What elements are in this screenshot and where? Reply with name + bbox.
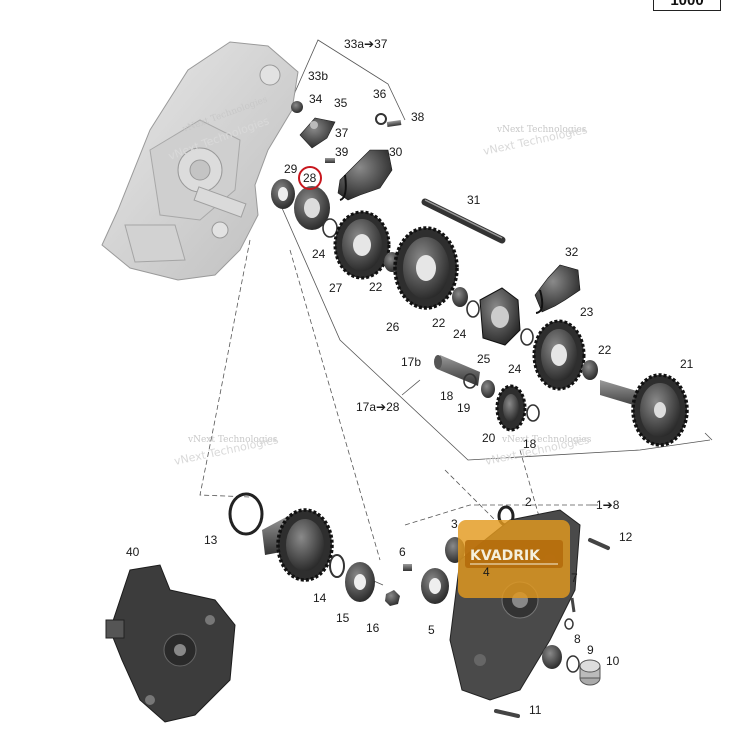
crankcase-half [101, 41, 299, 281]
callout-31: 31 [467, 193, 481, 207]
callout-35: 35 [334, 96, 348, 110]
part-14-ring [329, 554, 345, 578]
callout-34: 34 [309, 92, 323, 106]
callout-1-8: 1➔8 [596, 498, 620, 512]
part-21-output-shaft [600, 373, 689, 447]
callout-14: 14 [313, 591, 327, 605]
part-16-nut [385, 590, 400, 606]
part-10-bushing [579, 659, 601, 686]
callout-23: 23 [580, 305, 594, 319]
callout-11: 11 [529, 703, 542, 717]
part-23-gear [532, 319, 586, 391]
part-19-bearing [481, 380, 495, 398]
part-9b-ring [566, 655, 580, 673]
callout-38: 38 [411, 110, 425, 124]
callout-19: 19 [457, 401, 471, 415]
callout-20: 20 [482, 431, 496, 445]
part-11-bolt [494, 709, 520, 718]
callout-17b: 17b [401, 355, 421, 369]
callout-24-a: 24 [312, 247, 326, 261]
part-8-ring [564, 618, 574, 630]
callout-6: 6 [399, 545, 406, 559]
callout-labels: 33a➔37 33b 34 35 36 37 38 39 30 29 28 31… [126, 37, 694, 717]
part-31-shift-shaft [421, 198, 506, 244]
part-18-ring-b [526, 404, 540, 422]
kvadrik-logo: KVADRIK [458, 520, 570, 598]
callout-9: 9 [587, 643, 594, 657]
part-13-o-ring [228, 492, 264, 536]
callout-18-b: 18 [523, 437, 537, 451]
part-33b-bolt [291, 101, 303, 113]
part-5-bearing [421, 568, 449, 604]
callout-28: 28 [303, 171, 317, 185]
part-24-ring-a [322, 218, 338, 238]
callout-26: 26 [386, 320, 400, 334]
callout-3: 3 [451, 517, 458, 531]
watermark-3: vNext Technologies [496, 125, 587, 135]
callout-8: 8 [574, 632, 581, 646]
watermark-7: vNext Technologies [501, 435, 592, 445]
callout-13: 13 [204, 533, 218, 547]
callout-15: 15 [336, 611, 350, 625]
callout-32: 32 [565, 245, 579, 259]
callout-22-b: 22 [432, 316, 446, 330]
callout-40: 40 [126, 545, 140, 559]
part-20-gear [495, 384, 527, 432]
callout-22-a: 22 [369, 280, 383, 294]
part-9-seal [542, 645, 562, 669]
logo-brand-text: KVADRIK [470, 548, 541, 564]
callout-21: 21 [680, 357, 694, 371]
part-26-gear [393, 226, 459, 310]
part-25-hub [479, 287, 521, 346]
part-29-bearing [271, 179, 295, 209]
part-12-bolt [588, 538, 610, 550]
callout-36: 36 [373, 87, 387, 101]
callout-25: 25 [477, 352, 491, 366]
part-differential-gear [262, 508, 334, 582]
part-7-bolt [570, 597, 576, 613]
part-28-gear [294, 186, 330, 230]
callout-4: 4 [483, 565, 490, 579]
callout-39: 39 [335, 145, 349, 159]
part-22-bearing-c [582, 360, 598, 380]
part-27-gear [333, 210, 391, 280]
callout-29: 29 [284, 162, 298, 176]
part-22-bearing-b [452, 287, 468, 307]
callout-2: 2 [525, 495, 532, 509]
part-34-35-37-shift-detent [299, 117, 336, 149]
callout-24-b: 24 [453, 327, 467, 341]
callout-17a-28: 17a➔28 [356, 400, 400, 414]
callout-24-c: 24 [508, 362, 522, 376]
page-number: 1000 [653, 0, 721, 11]
leader-lines [199, 39, 713, 586]
part-39-pin [325, 158, 335, 163]
part-18-ring-a [463, 373, 477, 389]
callout-16: 16 [366, 621, 380, 635]
callout-27: 27 [329, 281, 343, 295]
callout-18-a: 18 [440, 389, 454, 403]
highlight-circle-28 [298, 166, 322, 190]
part-40-gearbox-assembly [105, 564, 236, 723]
callout-33b: 33b [308, 69, 328, 83]
part-17b-sleeve [434, 355, 480, 386]
callout-10: 10 [606, 654, 620, 668]
part-32-shift-fork [534, 264, 581, 314]
part-30-shift-fork [337, 149, 393, 201]
part-24-ring-c [520, 328, 534, 346]
callout-33a-37: 33a➔37 [344, 37, 388, 51]
watermark-5: vNext Technologies [187, 435, 278, 445]
part-15-bearing [345, 562, 375, 602]
callout-12: 12 [619, 530, 633, 544]
part-6-plug [403, 564, 412, 571]
callout-5: 5 [428, 623, 435, 637]
callout-37: 37 [335, 126, 349, 140]
part-24-ring-b [466, 300, 480, 318]
callout-22-c: 22 [598, 343, 612, 357]
callout-30: 30 [389, 145, 403, 159]
part-36-38-bolt [375, 113, 402, 127]
callout-7: 7 [571, 571, 578, 585]
